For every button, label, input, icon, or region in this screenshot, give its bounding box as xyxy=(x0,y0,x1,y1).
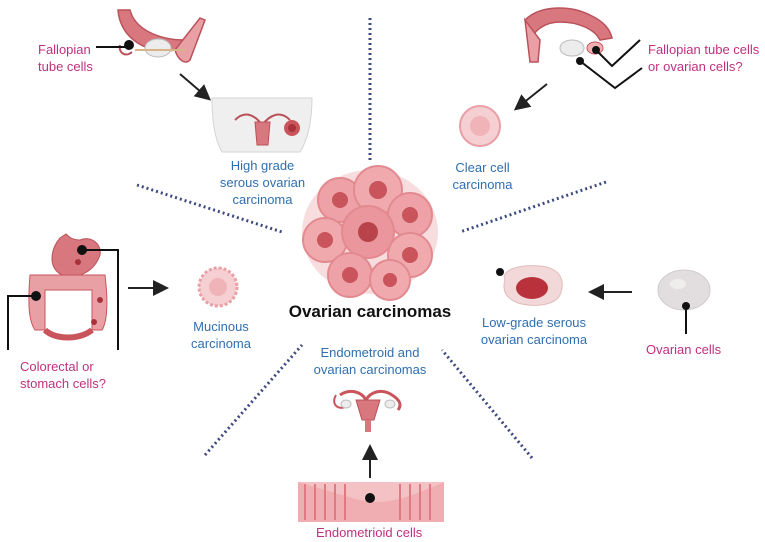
label-clear-cell-carcinoma: Clear cell carcinoma xyxy=(452,160,513,192)
pointer-dot xyxy=(124,40,134,50)
dotted-line-upper-right xyxy=(459,180,607,234)
clear-cell-icon xyxy=(459,105,501,147)
label-mucinous-carcinoma: Mucinous carcinoma xyxy=(191,319,251,351)
arrow-fallopian-to-hgsoc xyxy=(179,73,212,101)
tumor-cluster-icon xyxy=(302,165,438,301)
uterus-icon xyxy=(333,389,402,432)
stomach-colon-icon xyxy=(28,233,108,341)
low-grade-serous-icon xyxy=(503,265,563,306)
label-low-grade-serous: Low-grade serous ovarian carcinoma xyxy=(480,315,588,347)
center-title: Ovarian carcinomas xyxy=(288,302,452,321)
dotted-line-lower-left xyxy=(203,344,304,456)
dotted-divider-lines xyxy=(136,18,607,459)
label-fallopian-or-ovarian-cells: Fallopian tube cells or ovarian cells? xyxy=(648,42,760,74)
mucinous-cell-icon xyxy=(197,266,239,308)
pelvis-uterus-icon xyxy=(211,97,313,153)
label-fallopian-tube-cells: Fallopian tube cells xyxy=(38,42,93,74)
fallopian-ovary-icon xyxy=(523,7,613,63)
label-endometrioid-cells: Endometrioid cells xyxy=(316,525,423,540)
label-colorectal-stomach-cells: Colorectal or stomach cells? xyxy=(20,359,106,391)
label-endometroid-carcinomas: Endometroid and ovarian carcinomas xyxy=(313,345,427,377)
label-ovarian-cells: Ovarian cells xyxy=(646,342,722,357)
fallopian-tube-icon xyxy=(117,9,206,63)
arrow-to-clear-cell xyxy=(513,83,548,111)
ovary-icon xyxy=(657,269,711,311)
dotted-line-lower-right xyxy=(440,349,534,459)
dotted-line-upper-left xyxy=(136,183,283,234)
label-high-grade-serous: High grade serous ovarian carcinoma xyxy=(219,158,306,207)
